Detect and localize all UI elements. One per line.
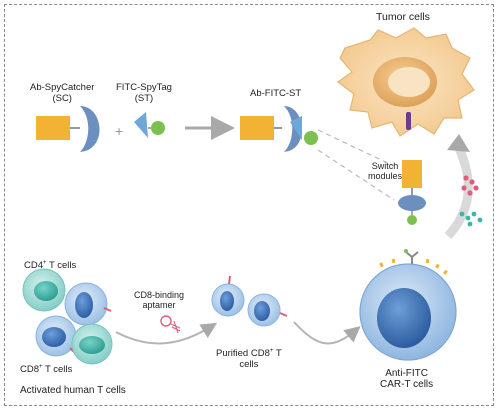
st-label-line1: FITC-SpyTag xyxy=(116,82,172,93)
sc-label-line1: Ab-SpyCatcher xyxy=(30,82,95,93)
activation-arrow-shaft xyxy=(444,144,473,240)
conjugate-fitc xyxy=(304,131,318,145)
conjugate-antibody xyxy=(240,116,274,140)
switch-label-line2: modules xyxy=(368,171,403,181)
cd8-binding-aptamer-label: CD8-binding aptamer xyxy=(134,290,184,310)
purified-cell-2 xyxy=(247,293,288,327)
activation-arrow-head xyxy=(447,134,470,152)
fitc-circle xyxy=(151,121,165,135)
cd8-text: CD8 xyxy=(20,364,40,375)
activated-human-t-cells-label: Activated human T cells xyxy=(20,385,126,396)
switch-antibody xyxy=(402,160,422,188)
switch-module xyxy=(398,160,426,225)
cd8-sup: + xyxy=(39,364,43,370)
spycatcher-shape xyxy=(80,106,100,152)
fitc-spytag xyxy=(134,112,165,138)
purified-cd8-label: Purified CD8+ T cells xyxy=(216,346,282,370)
cd8-cell-2 xyxy=(35,315,77,357)
tumor-antigen xyxy=(406,112,411,130)
st-label-line2: (ST) xyxy=(134,93,154,104)
dashed-frame xyxy=(4,4,494,406)
zoom-line-bottom xyxy=(317,149,395,201)
plus-sign: + xyxy=(115,123,123,139)
purified-line2: cells xyxy=(239,359,259,370)
cd4-cell-2 xyxy=(71,323,113,365)
cd8-text-post: T cells xyxy=(42,364,73,375)
ab-spycatcher xyxy=(36,106,100,152)
car-label-line1: Anti-FITC xyxy=(385,368,428,379)
cd8-t-cells-label: CD8+ T cells xyxy=(20,362,72,375)
cd4-cell-1 xyxy=(22,268,66,312)
tumor-nucleolus xyxy=(388,67,430,97)
cd4-t-cells-label: CD4+ T cells xyxy=(24,258,76,271)
sc-label-line2: (SC) xyxy=(52,93,72,104)
conjugate-tag xyxy=(290,116,302,140)
cd4-sup: + xyxy=(43,260,47,266)
purified-cd8-cells xyxy=(211,275,288,327)
switch-catcher xyxy=(398,195,426,211)
purified-cell-1 xyxy=(211,275,245,317)
anti-fitc-car-t-label: Anti-FITC CAR-T cells xyxy=(380,368,433,390)
ab-spycatcher-label: Ab-SpyCatcher (SC) xyxy=(30,82,94,104)
switch-label-line1: Switch xyxy=(371,161,399,171)
ab-fitc-st xyxy=(240,106,318,152)
car-label-line2: CAR-T cells xyxy=(380,379,434,390)
purified-sup: + xyxy=(269,348,274,354)
car-t-cell xyxy=(359,249,457,361)
sc-antibody xyxy=(36,116,70,140)
activated-t-cells xyxy=(22,268,113,365)
aptamer-label-line2: aptamer xyxy=(142,300,176,310)
cd8-cell-1 xyxy=(64,282,112,326)
ab-fitc-st-label: Ab-FITC-ST xyxy=(250,88,302,99)
tumor-cell xyxy=(336,27,475,137)
tumor-cells-label: Tumor cells xyxy=(376,11,430,23)
aptamer-icon xyxy=(160,315,181,334)
arrow-to-car-t xyxy=(293,321,361,345)
cytokines xyxy=(459,175,483,227)
spytag-shape xyxy=(134,112,148,138)
cd4-text: CD4 xyxy=(24,260,44,271)
aptamer-label-line1: CD8-binding xyxy=(134,290,185,300)
switch-fitc xyxy=(407,215,417,225)
cd4-text-post: T cells xyxy=(46,260,77,271)
fitc-spytag-label: FITC-SpyTag (ST) xyxy=(116,82,172,104)
arrow-to-purified xyxy=(115,322,218,345)
car-receptor xyxy=(404,249,419,264)
purified-text-post: T xyxy=(273,348,282,359)
surface-markers xyxy=(379,258,448,275)
conjugate-catcher xyxy=(284,106,303,152)
purified-text: Purified CD8 xyxy=(216,348,270,359)
switch-modules-label: Switch modules xyxy=(368,161,402,181)
